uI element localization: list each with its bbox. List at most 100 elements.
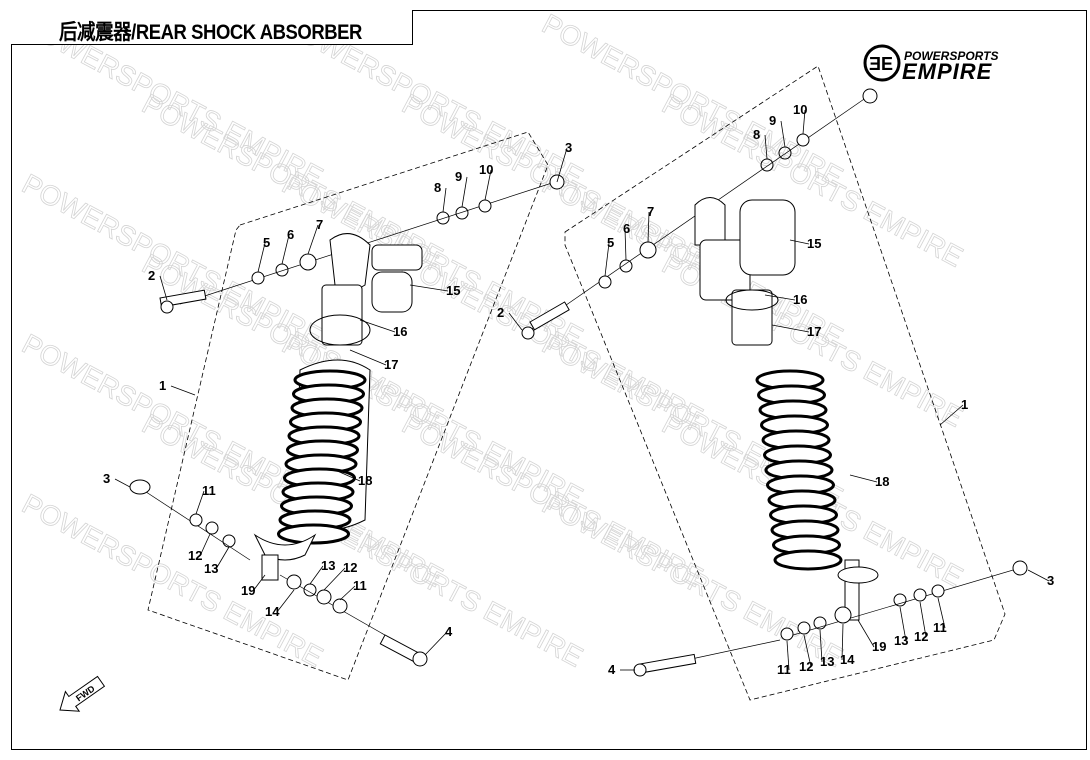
left-leader-line bbox=[349, 349, 387, 366]
right-leader-line bbox=[789, 239, 810, 245]
right-leader-line bbox=[1027, 569, 1050, 582]
right-leader-line bbox=[937, 597, 946, 629]
right-leader-line bbox=[508, 312, 523, 331]
left-callout: 17 bbox=[384, 357, 398, 372]
right-callout: 13 bbox=[820, 654, 834, 669]
right-callout: 16 bbox=[793, 292, 807, 307]
left-callout: 19 bbox=[241, 583, 255, 598]
left-callout: 8 bbox=[434, 180, 441, 195]
left-leader-line bbox=[159, 275, 168, 301]
right-callout: 11 bbox=[933, 620, 947, 635]
left-leader-line bbox=[257, 242, 266, 273]
left-leader-line bbox=[309, 565, 324, 585]
right-assembly-boundary bbox=[564, 65, 1006, 701]
right-leader-line bbox=[624, 228, 627, 261]
left-leader-line bbox=[359, 319, 396, 333]
brand-logo: ƎE POWERSPORTS EMPIRE bbox=[862, 43, 998, 88]
left-leader-line bbox=[199, 533, 211, 557]
left-leader-line bbox=[461, 176, 468, 208]
right-callout: 12 bbox=[799, 659, 813, 674]
right-leader-line bbox=[764, 134, 768, 160]
left-callout: 15 bbox=[446, 283, 460, 298]
spring-coil bbox=[277, 523, 350, 545]
left-callout: 4 bbox=[445, 624, 453, 639]
left-callout: 3 bbox=[103, 471, 110, 486]
right-callout: 10 bbox=[793, 102, 807, 117]
right-callout: 5 bbox=[607, 235, 614, 250]
right-callout: 4 bbox=[608, 662, 616, 677]
left-callout: 12 bbox=[188, 548, 202, 563]
left-callout: 11 bbox=[353, 578, 367, 593]
right-callout: 8 bbox=[753, 127, 760, 142]
left-leader-line bbox=[323, 567, 346, 591]
right-callout: 2 bbox=[497, 305, 504, 320]
left-leader-line bbox=[114, 478, 131, 488]
left-leader-line bbox=[170, 385, 196, 396]
right-callout: 13 bbox=[894, 633, 908, 648]
right-callout: 3 bbox=[1047, 573, 1054, 588]
right-callout: 17 bbox=[807, 324, 821, 339]
right-leader-line bbox=[849, 474, 878, 483]
logo-emblem-icon: ƎE bbox=[863, 44, 901, 82]
left-callout: 7 bbox=[316, 217, 323, 232]
right-leader-line bbox=[841, 623, 844, 661]
right-callout: 19 bbox=[872, 639, 886, 654]
drawing-frame bbox=[11, 10, 1087, 750]
left-leader-line bbox=[195, 490, 205, 515]
right-leader-line bbox=[802, 109, 806, 135]
left-callout: 14 bbox=[265, 604, 280, 619]
svg-text:ƎE: ƎE bbox=[869, 54, 893, 74]
right-leader-line bbox=[764, 294, 796, 301]
left-callout: 11 bbox=[202, 483, 216, 498]
right-callout: 15 bbox=[807, 236, 821, 251]
fwd-arrow: FWD bbox=[59, 675, 106, 712]
left-callout: 10 bbox=[479, 162, 493, 177]
left-shock-assembly bbox=[129, 174, 565, 667]
left-leader-line bbox=[276, 589, 295, 613]
left-leader-line bbox=[215, 546, 230, 570]
left-leader-line bbox=[424, 631, 448, 656]
right-leader-line bbox=[786, 640, 790, 671]
title-box: 后减震器/REAR SHOCK ABSORBER bbox=[11, 10, 413, 45]
right-callout: 11 bbox=[777, 662, 791, 677]
left-callout: 13 bbox=[321, 558, 335, 573]
left-leader-line bbox=[307, 224, 319, 255]
left-leader-line bbox=[484, 169, 492, 201]
left-callout: 2 bbox=[148, 268, 155, 283]
right-callout: 6 bbox=[623, 221, 630, 236]
left-leader-line bbox=[556, 147, 568, 183]
left-leader-line bbox=[339, 585, 356, 601]
left-callout: 16 bbox=[393, 324, 407, 339]
left-leader-line bbox=[409, 284, 449, 292]
right-callout: 18 bbox=[875, 474, 889, 489]
left-callout: 9 bbox=[455, 169, 462, 184]
left-leader-line bbox=[281, 234, 290, 265]
right-callout: 12 bbox=[914, 629, 928, 644]
spring-coil bbox=[773, 549, 843, 571]
right-leader-line bbox=[919, 601, 927, 638]
right-leader-line bbox=[604, 242, 610, 277]
right-callout: 9 bbox=[769, 113, 776, 128]
right-leader-line bbox=[780, 120, 786, 148]
right-leader-line bbox=[899, 606, 907, 642]
page-title: 后减震器/REAR SHOCK ABSORBER bbox=[59, 21, 362, 44]
logo-line2: EMPIRE bbox=[902, 59, 993, 84]
right-leader-line bbox=[771, 324, 810, 333]
left-callout: 3 bbox=[565, 140, 572, 155]
left-leader-line bbox=[442, 187, 447, 213]
right-callout: 7 bbox=[647, 204, 654, 219]
right-leader-line bbox=[857, 619, 875, 648]
right-shock-assembly bbox=[521, 88, 1028, 677]
left-callout: 18 bbox=[358, 473, 372, 488]
right-leader-line bbox=[647, 211, 650, 243]
left-callout: 5 bbox=[263, 235, 270, 250]
left-callout: 13 bbox=[204, 561, 218, 576]
left-leader-line bbox=[252, 574, 266, 592]
left-callout: 1 bbox=[159, 378, 166, 393]
left-callout: 6 bbox=[287, 227, 294, 242]
left-leader-line bbox=[334, 469, 361, 482]
left-callout: 12 bbox=[343, 560, 357, 575]
right-leader-line bbox=[803, 634, 812, 668]
